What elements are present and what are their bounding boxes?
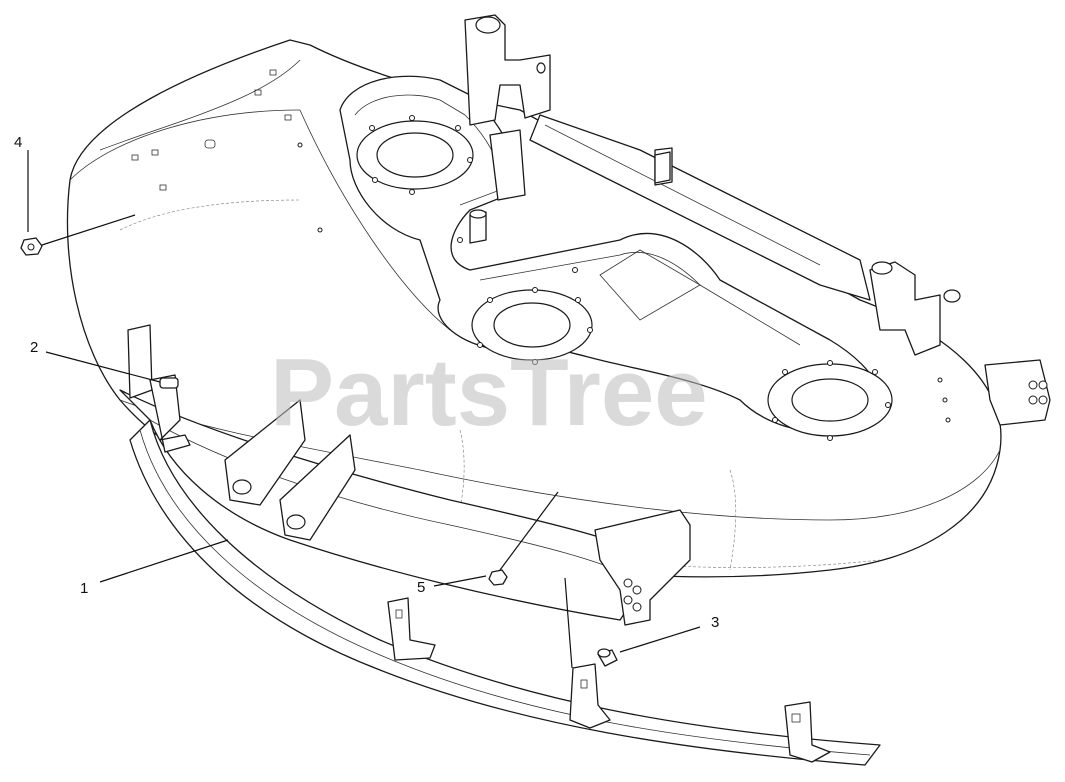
leader-lines	[27, 150, 701, 669]
skid-plate-part-1	[129, 419, 881, 766]
callout-5: 5	[417, 579, 425, 596]
front-hitch-bracket-right	[279, 434, 356, 541]
spindle-plate	[339, 75, 882, 434]
front-hitch-bracket-left	[224, 399, 306, 506]
right-discharge-mount	[984, 359, 1051, 426]
bolt-part-3	[597, 648, 618, 667]
watermark-text: PartsTree	[270, 339, 708, 446]
callout-3: 3	[711, 614, 719, 631]
skid-tab-right	[784, 701, 831, 763]
deck-slots	[131, 69, 292, 191]
nut-part-4	[20, 237, 43, 256]
nut-part-5	[488, 569, 508, 586]
bolt-holes	[297, 115, 951, 441]
spindle-hole-left	[356, 120, 474, 190]
callout-1: 1	[80, 580, 88, 597]
skid-tab-left	[387, 597, 436, 661]
callout-2: 2	[30, 339, 38, 356]
callout-4: 4	[14, 134, 22, 151]
spindle-hole-right	[767, 363, 893, 437]
bolt-part-2	[159, 377, 179, 389]
front-right-bracket	[594, 509, 691, 626]
stud-fittings	[469, 151, 671, 244]
skid-tab-center	[569, 663, 611, 729]
left-side-bracket	[127, 324, 191, 453]
rear-pivot-bracket	[464, 14, 551, 201]
